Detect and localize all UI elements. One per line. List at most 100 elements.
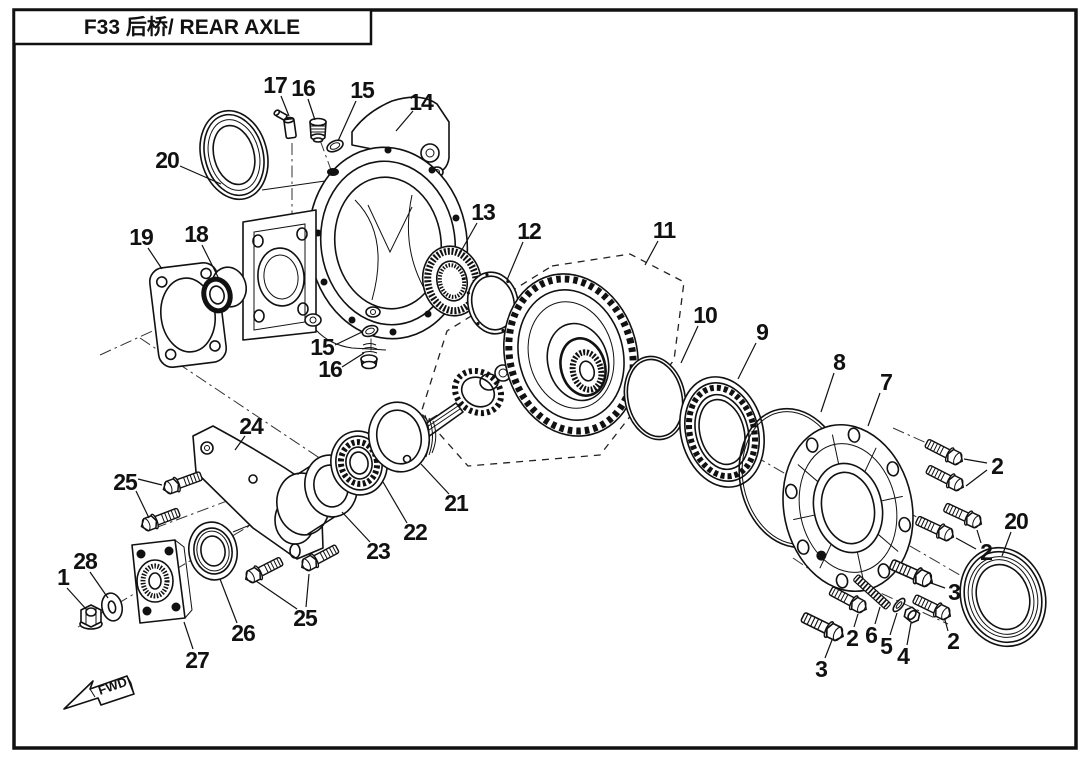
leader-line-23-23: [341, 511, 371, 543]
part-17-breather-fitting: [273, 109, 297, 140]
page-border: [12, 8, 1078, 750]
part-12-shim-ring: [466, 271, 520, 335]
callout-label-1-27: 1: [57, 564, 70, 590]
callout-label-16-13: 16: [318, 356, 342, 382]
part-11-crown-gear: [503, 273, 639, 437]
callout-label-20-4: 20: [155, 147, 179, 173]
part-15-washer-top-inner: [329, 142, 341, 150]
leader-line-17-0: [280, 95, 290, 117]
leader-line-25-25: [305, 573, 310, 608]
part-20-oil-seal-right: [959, 546, 1047, 648]
leader-line-19-8: [147, 247, 163, 270]
callout-label-16-1: 16: [291, 75, 315, 101]
leader-line-20-17: [1001, 531, 1012, 557]
part-7-bearing-cover: [782, 423, 914, 593]
callout-label-21-20: 21: [444, 490, 469, 516]
leader-line-11-7: [644, 240, 659, 266]
leader-line-6-30: [874, 606, 881, 625]
part-16-spring-plug-bottom: [360, 343, 378, 370]
callout-label-27-34: 27: [185, 647, 209, 673]
leader-line-18-9: [201, 244, 221, 282]
callout-label-9-11: 9: [756, 319, 768, 345]
callout-label-3-24: 3: [948, 579, 960, 605]
leader-line-4-32: [906, 622, 912, 646]
callout-label-17-0: 17: [263, 72, 287, 98]
leader-line-25-25: [255, 580, 298, 610]
leader-line-2-29: [853, 613, 859, 628]
part-4-nut: [903, 606, 921, 624]
fwd-arrow: FWD: [63, 674, 135, 710]
part-15-washer-top: [326, 139, 344, 153]
page-title: F33 后桥/ REAR AXLE: [84, 15, 300, 39]
leader-line-26-28: [219, 578, 238, 624]
callout-label-25-19: 25: [113, 469, 138, 495]
leader-line-14-3: [395, 110, 414, 132]
callout-label-6-30: 6: [865, 622, 877, 648]
leader-line-2-16: [963, 458, 988, 464]
bolts-2-upper: [913, 435, 986, 545]
leader-line-3-24: [930, 582, 946, 589]
callout-label-23-23: 23: [366, 538, 390, 564]
leader-line-10-10: [680, 325, 699, 364]
leader-line-22-22: [382, 481, 408, 524]
callout-label-15-2: 15: [350, 77, 375, 103]
leader-line-7-15: [867, 392, 881, 427]
leader-line-25-19: [135, 490, 150, 519]
leader-line-28-26: [89, 571, 109, 599]
leader-line-13-5: [459, 222, 478, 254]
leader-line-27-34: [183, 621, 194, 650]
gear-assembly-boundary: [420, 253, 685, 467]
leader-line-16-1: [307, 98, 316, 121]
callout-label-28-26: 28: [73, 548, 98, 574]
part-21-lock-ring: [367, 401, 437, 473]
callout-label-10-10: 10: [693, 302, 717, 328]
part-5-washer: [892, 597, 906, 613]
callout-label-7-15: 7: [880, 369, 892, 395]
callout-label-2-29: 2: [846, 625, 858, 651]
leader-line-21-20: [420, 463, 450, 495]
leader-line-12-6: [506, 241, 524, 281]
leader-line-2-21: [955, 537, 977, 550]
part-20-oil-seal-left: [199, 109, 269, 201]
callout-label-2-16: 2: [991, 453, 1003, 479]
part-18-bearing: [201, 266, 248, 314]
leader-line-25-19: [137, 478, 163, 486]
leader-line-20-4: [179, 165, 222, 185]
leader-line-24-18: [234, 435, 246, 451]
pinion-gear-shaft: [412, 364, 512, 439]
callout-label-14-3: 14: [409, 89, 434, 115]
part-1-nut: [79, 604, 103, 630]
leader-line-5-31: [889, 612, 898, 636]
callout-label-19-8: 19: [129, 224, 153, 250]
leader-line-15-2: [337, 100, 357, 142]
callout-label-13-5: 13: [471, 199, 495, 225]
callout-label-26-28: 26: [231, 620, 255, 646]
callout-label-12-6: 12: [517, 218, 541, 244]
part-9-ball-bearing: [679, 376, 765, 488]
leader-line-2-16: [965, 469, 988, 487]
callout-label-20-17: 20: [1004, 508, 1028, 534]
callout-label-5-31: 5: [880, 633, 893, 659]
callout-label-8-14: 8: [833, 349, 846, 375]
leader-line-15-12: [334, 331, 363, 346]
leader-line-2-33: [944, 619, 949, 632]
callout-label-3-35: 3: [815, 656, 827, 682]
callout-label-11-7: 11: [653, 217, 677, 243]
leader-line-8-14: [820, 372, 835, 413]
callout-label-4-32: 4: [897, 643, 910, 669]
leader-line-2-21: [976, 529, 982, 544]
part-27-coupling-flange: [131, 539, 193, 624]
callout-label-15-12: 15: [310, 334, 335, 360]
part-26-oil-seal: [188, 521, 238, 581]
part-15-washer-bottom: [361, 324, 379, 338]
bolt-3-lower: [798, 608, 848, 645]
callout-label-18-9: 18: [184, 221, 209, 247]
leader-line-16-13: [341, 352, 365, 368]
part-16-plug-top: [309, 117, 327, 143]
callout-label-24-18: 24: [239, 413, 264, 439]
part-28-washer: [100, 592, 124, 622]
leader-line-3-35: [824, 639, 833, 659]
